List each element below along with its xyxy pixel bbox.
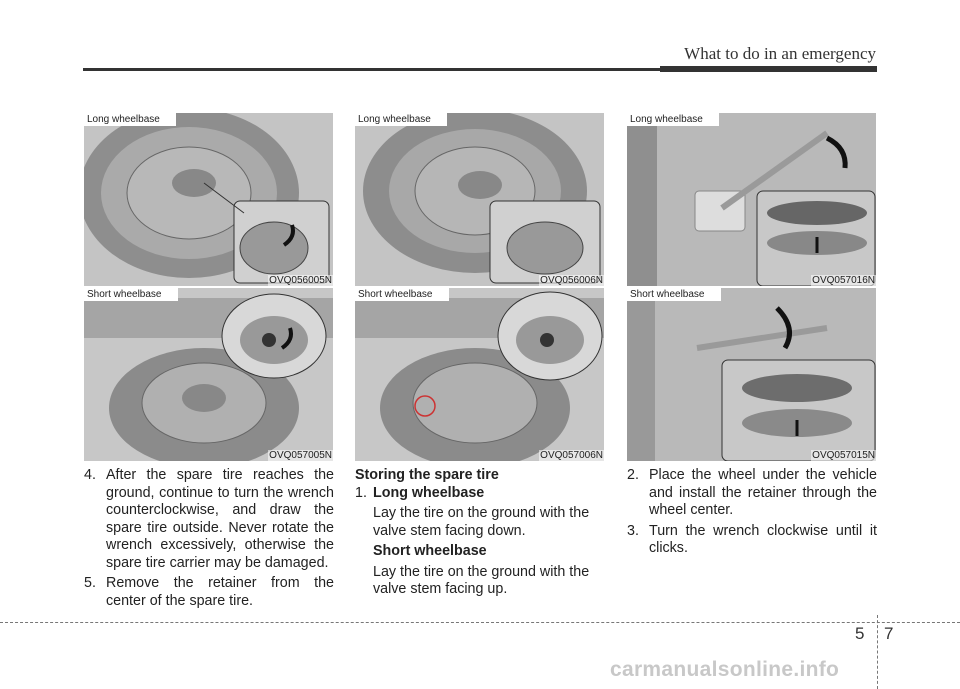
section-heading: Storing the spare tire bbox=[355, 467, 499, 483]
figure-tag: Long wheelbase bbox=[627, 113, 719, 126]
step-5: 5. Remove the retainer from the center o… bbox=[84, 575, 334, 610]
figure-long-wheelbase-3: Long wheelbase OVQ057016N bbox=[627, 113, 876, 286]
tire-illustration bbox=[627, 113, 876, 286]
short-wheelbase-text: Lay the tire on the ground with the valv… bbox=[373, 563, 590, 598]
figure-code: OVQ057006N bbox=[539, 450, 604, 461]
page-header-title: What to do in an emergency bbox=[684, 44, 876, 63]
figure-long-wheelbase-2: Long wheelbase OVQ056006N bbox=[355, 113, 604, 286]
tire-illustration bbox=[355, 113, 604, 286]
step-number: 1. bbox=[355, 484, 367, 501]
figure-code: OVQ056006N bbox=[539, 275, 604, 286]
step-4: 4. After the spare tire reaches the grou… bbox=[84, 467, 334, 572]
figure-short-wheelbase-1: Short wheelbase OVQ057005N bbox=[84, 288, 333, 461]
column-2-text: Storing the spare tire 1. Long wheelbase… bbox=[355, 467, 605, 599]
step-text: Remove the retainer from the center of t… bbox=[106, 575, 334, 609]
figure-short-wheelbase-2: Short wheelbase OVQ057006N bbox=[355, 288, 604, 461]
figure-code: OVQ057005N bbox=[268, 450, 333, 461]
tire-illustration bbox=[84, 288, 333, 461]
figure-long-wheelbase-1: Long wheelbase OVQ056005N bbox=[84, 113, 333, 286]
figure-tag: Short wheelbase bbox=[627, 288, 721, 301]
step-number: 5. bbox=[84, 575, 96, 591]
figure-tag: Short wheelbase bbox=[355, 288, 449, 301]
column-3-text: 2. Place the wheel under the vehicle and… bbox=[627, 467, 877, 561]
header-rule bbox=[83, 68, 877, 71]
footer-divider bbox=[877, 615, 878, 689]
figure-short-wheelbase-3: Short wheelbase OVQ057015N bbox=[627, 288, 876, 461]
long-wheelbase-label: Long wheelbase bbox=[373, 484, 485, 501]
tire-illustration bbox=[627, 288, 876, 461]
step-text: Place the wheel under the vehicle and in… bbox=[649, 467, 877, 518]
tire-illustration bbox=[355, 288, 604, 461]
step-3: 3. Turn the wrench clockwise until it cl… bbox=[627, 523, 877, 558]
tire-illustration bbox=[84, 113, 333, 286]
figure-code: OVQ057016N bbox=[811, 275, 876, 286]
figure-tag: Short wheelbase bbox=[84, 288, 178, 301]
column-1-text: 4. After the spare tire reaches the grou… bbox=[84, 467, 334, 613]
short-wheelbase-label: Short wheelbase bbox=[373, 543, 487, 559]
step-number: 3. bbox=[627, 522, 639, 539]
watermark: carmanualsonline.info bbox=[610, 658, 840, 681]
figure-tag: Long wheelbase bbox=[355, 113, 447, 126]
page-number: 7 bbox=[884, 624, 894, 643]
step-1: 1. Long wheelbase bbox=[355, 485, 605, 503]
long-wheelbase-text: Lay the tire on the ground with the valv… bbox=[373, 505, 590, 539]
section-number: 5 bbox=[855, 624, 865, 643]
figure-code: OVQ057015N bbox=[811, 450, 876, 461]
footer-rule bbox=[0, 622, 960, 623]
step-number: 4. bbox=[84, 467, 96, 483]
step-2: 2. Place the wheel under the vehicle and… bbox=[627, 467, 877, 520]
figure-code: OVQ056005N bbox=[268, 275, 333, 286]
step-number: 2. bbox=[627, 467, 639, 483]
header-rule-thick bbox=[660, 66, 877, 72]
step-text: Turn the wrench clockwise until it click… bbox=[649, 522, 877, 557]
step-text: After the spare tire reaches the ground,… bbox=[106, 467, 334, 571]
figure-tag: Long wheelbase bbox=[84, 113, 176, 126]
